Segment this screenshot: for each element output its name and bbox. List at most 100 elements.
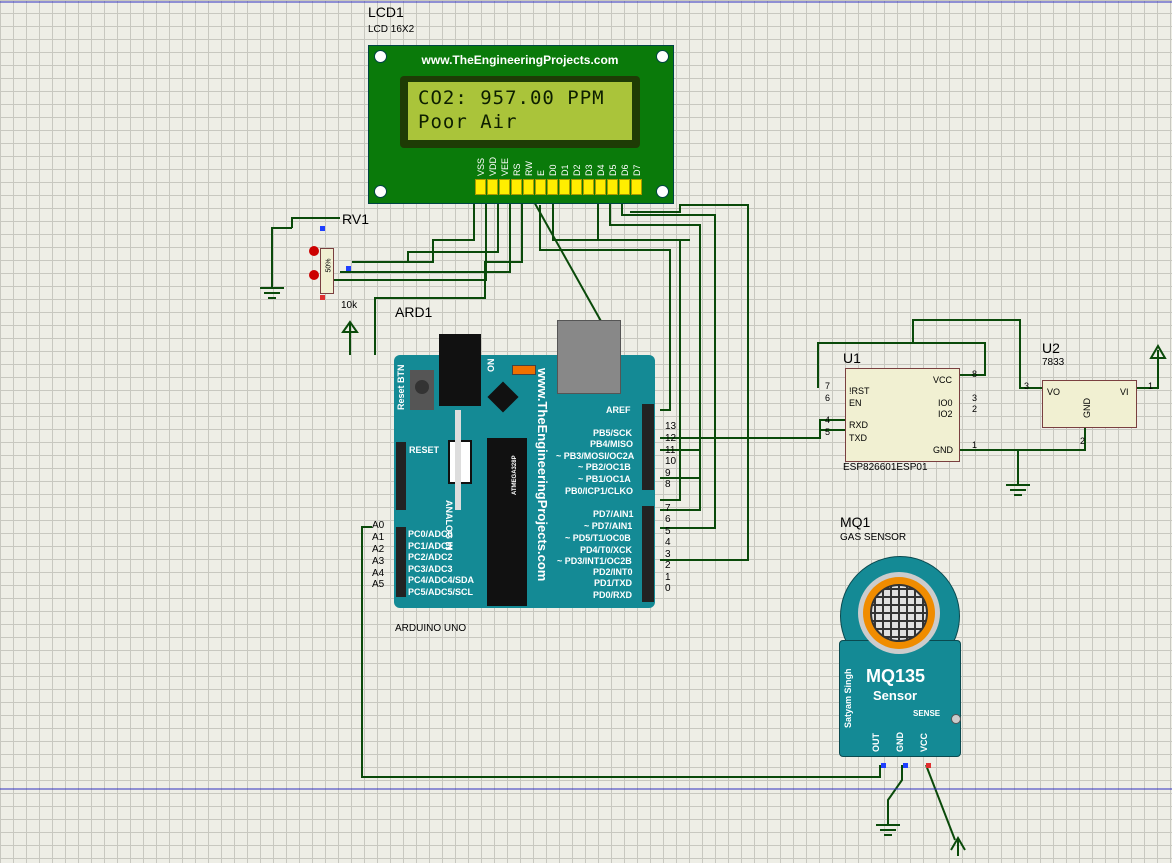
mount-hole bbox=[656, 185, 669, 198]
pin-marker bbox=[320, 295, 325, 300]
analog-pin-name[interactable]: A0 bbox=[372, 520, 385, 531]
analog-pin-name[interactable]: A3 bbox=[372, 556, 385, 567]
pin-number[interactable]: 0 bbox=[665, 583, 671, 594]
regulator-part-label: 7833 bbox=[1042, 357, 1065, 368]
analog-pin-label: PC5/ADC5/SCL bbox=[408, 587, 474, 597]
esp-name-label: ESP826601ESP01 bbox=[843, 462, 928, 473]
esp-pin-label: EN bbox=[849, 398, 862, 408]
arduino-website-label: www.TheEngineeringProjects.com bbox=[535, 368, 550, 582]
lcd-pin[interactable] bbox=[511, 179, 522, 195]
esp-pin-label: TXD bbox=[849, 433, 867, 443]
pin-label: PD2/INT0 bbox=[593, 567, 633, 577]
esp-pin-number[interactable]: 6 bbox=[825, 393, 831, 403]
esp-pin-number[interactable]: 7 bbox=[825, 381, 831, 391]
pin-marker bbox=[903, 763, 908, 768]
pin-number[interactable]: 13 bbox=[665, 421, 677, 432]
pin-number[interactable]: 6 bbox=[665, 514, 671, 525]
pin-number[interactable]: 4 bbox=[665, 537, 671, 548]
pin-number[interactable]: 1 bbox=[665, 572, 671, 583]
regulator-vi-label: VI bbox=[1120, 387, 1129, 397]
pin-label: PB0/ICP1/CLKO bbox=[565, 486, 634, 496]
lcd-pin[interactable] bbox=[595, 179, 606, 195]
lcd-pin-label: E bbox=[536, 169, 546, 176]
power-jack bbox=[439, 334, 481, 406]
lcd-pin-label: D5 bbox=[608, 164, 618, 176]
lcd-pin[interactable] bbox=[499, 179, 510, 195]
pin-label: PD4/T0/XCK bbox=[580, 545, 633, 555]
regulator-pin-number[interactable]: 2 bbox=[1080, 436, 1086, 446]
reset-button-label: Reset BTN bbox=[396, 364, 406, 410]
pin-marker bbox=[346, 266, 351, 271]
pot-up-button[interactable] bbox=[309, 270, 319, 280]
arduino-ref-label: ARD1 bbox=[395, 304, 433, 320]
pin-number[interactable]: 2 bbox=[665, 560, 671, 571]
regulator-ref-label: U2 bbox=[1042, 340, 1060, 356]
mount-hole bbox=[374, 185, 387, 198]
analog-pin-label: PC4/ADC4/SDA bbox=[408, 575, 475, 585]
esp-pin-label: GND bbox=[933, 445, 953, 455]
analog-pin-name[interactable]: A2 bbox=[372, 544, 385, 555]
esp-pin-number[interactable]: 5 bbox=[825, 427, 831, 437]
esp-pin-number[interactable]: 3 bbox=[972, 393, 978, 403]
pot-scale-label: 50% bbox=[325, 258, 333, 273]
lcd-pin[interactable] bbox=[607, 179, 618, 195]
lcd-pin[interactable] bbox=[559, 179, 570, 195]
lcd-pin-label: VEE bbox=[500, 157, 510, 176]
potentiometer[interactable] bbox=[320, 248, 334, 294]
lcd-pin[interactable] bbox=[631, 179, 642, 195]
pin-number[interactable]: 10 bbox=[665, 456, 677, 467]
pin-number[interactable]: 9 bbox=[665, 468, 671, 479]
lcd-pin[interactable] bbox=[547, 179, 558, 195]
pin-label: ~ PD7/AIN1 bbox=[584, 521, 633, 531]
esp-pin-number[interactable]: 1 bbox=[972, 440, 978, 450]
pin-number[interactable]: 11 bbox=[665, 445, 676, 456]
esp-pin-number[interactable]: 8 bbox=[972, 369, 978, 379]
sensor-mesh bbox=[870, 584, 928, 642]
pin-label: ~ PB3/MOSI/OC2A bbox=[556, 451, 635, 461]
analog-pin-name[interactable]: A4 bbox=[372, 568, 385, 579]
lcd-website-label: www.TheEngineeringProjects.com bbox=[421, 53, 619, 67]
mount-hole bbox=[656, 50, 669, 63]
mq135-sensor[interactable] bbox=[839, 640, 961, 757]
voltage-regulator-7833[interactable] bbox=[1042, 380, 1137, 428]
atmega-chip bbox=[487, 438, 527, 606]
lcd-pin[interactable] bbox=[571, 179, 582, 195]
pin-number[interactable]: 8 bbox=[665, 479, 671, 490]
pin-number[interactable]: 3 bbox=[665, 549, 671, 560]
esp-pin-number[interactable]: 2 bbox=[972, 404, 978, 414]
lcd-pin[interactable] bbox=[535, 179, 546, 195]
pin-label: PD1/TXD bbox=[594, 578, 633, 588]
lcd-pin[interactable] bbox=[523, 179, 534, 195]
sensor-sense-pin[interactable] bbox=[951, 714, 961, 724]
lcd-line-1: CO2: 957.00 PPM bbox=[418, 87, 605, 109]
lcd-pin-label: D3 bbox=[584, 164, 594, 176]
lcd-pin[interactable] bbox=[487, 179, 498, 195]
analog-pin-label: PC2/ADC2 bbox=[408, 552, 453, 562]
lcd-pin[interactable] bbox=[583, 179, 594, 195]
esp8266-module[interactable] bbox=[845, 368, 960, 462]
lcd-pin[interactable] bbox=[475, 179, 486, 195]
lcd-pin-label: D0 bbox=[548, 164, 558, 176]
pin-number[interactable]: 5 bbox=[665, 526, 671, 537]
analog-pin-name[interactable]: A1 bbox=[372, 532, 385, 543]
pot-down-button[interactable] bbox=[309, 246, 319, 256]
analog-pin-label: PC1/ADC1 bbox=[408, 541, 453, 551]
sensor-author-label: Satyam Singh bbox=[843, 668, 853, 728]
regulator-pin-number[interactable]: 1 bbox=[1148, 381, 1154, 391]
esp-pin-number[interactable]: 4 bbox=[825, 415, 831, 425]
sensor-model-label: MQ135 bbox=[866, 666, 926, 686]
pin-number[interactable]: 7 bbox=[665, 503, 671, 514]
analog-pin-name[interactable]: A5 bbox=[372, 579, 385, 590]
lcd-pin[interactable] bbox=[619, 179, 630, 195]
pin-number[interactable]: 12 bbox=[665, 433, 677, 444]
regulator-pin-number[interactable]: 3 bbox=[1024, 381, 1030, 391]
sensor-subtitle-label: Sensor bbox=[873, 688, 918, 703]
pin-label: PB4/MISO bbox=[590, 439, 634, 449]
analog-pin-label: PC0/ADC0 bbox=[408, 529, 453, 539]
lcd-pin-label: VSS bbox=[476, 157, 486, 176]
pot-ref-label: RV1 bbox=[342, 211, 369, 227]
pin-marker bbox=[320, 226, 325, 231]
arduino-name-label: ARDUINO UNO bbox=[395, 623, 467, 634]
lcd-pin-label: RS bbox=[512, 163, 522, 176]
lcd-line-2: Poor Air bbox=[418, 111, 518, 133]
